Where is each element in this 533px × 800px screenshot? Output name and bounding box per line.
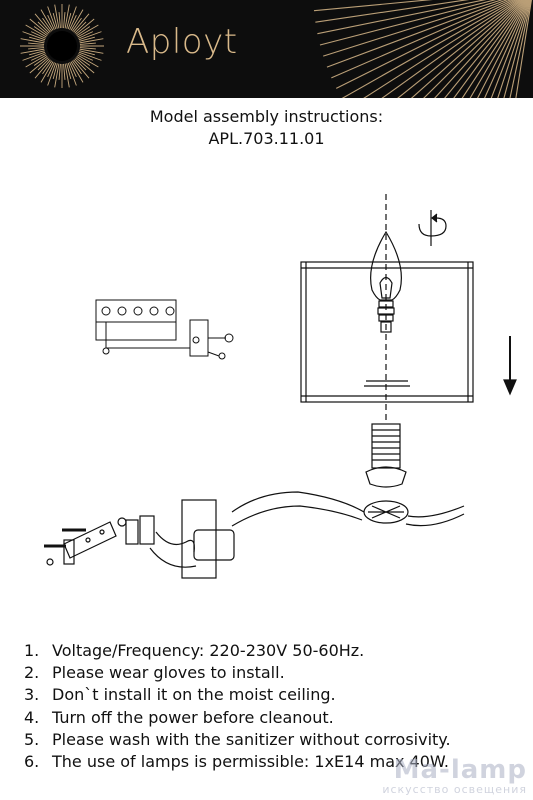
brand-header: Aployt xyxy=(0,0,533,98)
instruction-list: 1. Voltage/Frequency: 220-230V 50-60Hz. 2… xyxy=(24,640,451,773)
list-item: 3. Don`t install it on the moist ceiling. xyxy=(24,684,451,706)
watermark: Ma-lamp искусство освещения xyxy=(382,757,527,796)
model-number: APL.703.11.01 xyxy=(208,129,325,148)
list-item: 2. Please wear gloves to install. xyxy=(24,662,451,684)
page-title: Model assembly instructions: xyxy=(149,107,384,126)
candle-bulb xyxy=(370,230,402,333)
list-item: 4. Turn off the power before cleanout. xyxy=(24,707,451,729)
list-item: 6. The use of lamps is permissible: 1xE14… xyxy=(24,751,451,773)
list-text: Voltage/Frequency: 220-230V 50-60Hz. xyxy=(52,641,365,660)
rotate-icon xyxy=(418,210,447,246)
list-number: 2. xyxy=(24,663,40,683)
list-text: Don`t install it on the moist ceiling. xyxy=(52,685,336,705)
list-text: Turn off the power before cleanout. xyxy=(52,707,334,727)
list-number: 4. xyxy=(24,707,40,727)
list-number: 3. xyxy=(24,685,40,705)
list-number: 1. xyxy=(24,641,40,660)
lamp-shade xyxy=(300,261,474,403)
wall-bracket xyxy=(63,499,235,579)
brand-name: Aployt xyxy=(126,22,238,62)
list-number: 5. xyxy=(24,729,40,749)
list-text: Please wash with the sanitizer without c… xyxy=(52,729,451,749)
bulb-socket xyxy=(363,423,409,524)
list-text: Please wear gloves to install. xyxy=(52,663,285,683)
watermark-main: Ma-lamp xyxy=(393,755,527,785)
list-item: 1. Voltage/Frequency: 220-230V 50-60Hz. xyxy=(24,640,451,662)
wall-arm xyxy=(231,491,465,527)
list-text: The use of lamps is permissible: 1xE14 m… xyxy=(52,752,449,772)
down-arrow-icon xyxy=(503,336,517,396)
terminal-block xyxy=(95,299,234,360)
assembly-diagram xyxy=(44,194,517,579)
screws xyxy=(44,517,127,566)
list-item: 5. Please wash with the sanitizer without… xyxy=(24,729,451,751)
watermark-sub: искусство освещения xyxy=(382,783,527,796)
sunburst-logo-icon xyxy=(20,0,532,98)
list-number: 6. xyxy=(24,752,40,772)
